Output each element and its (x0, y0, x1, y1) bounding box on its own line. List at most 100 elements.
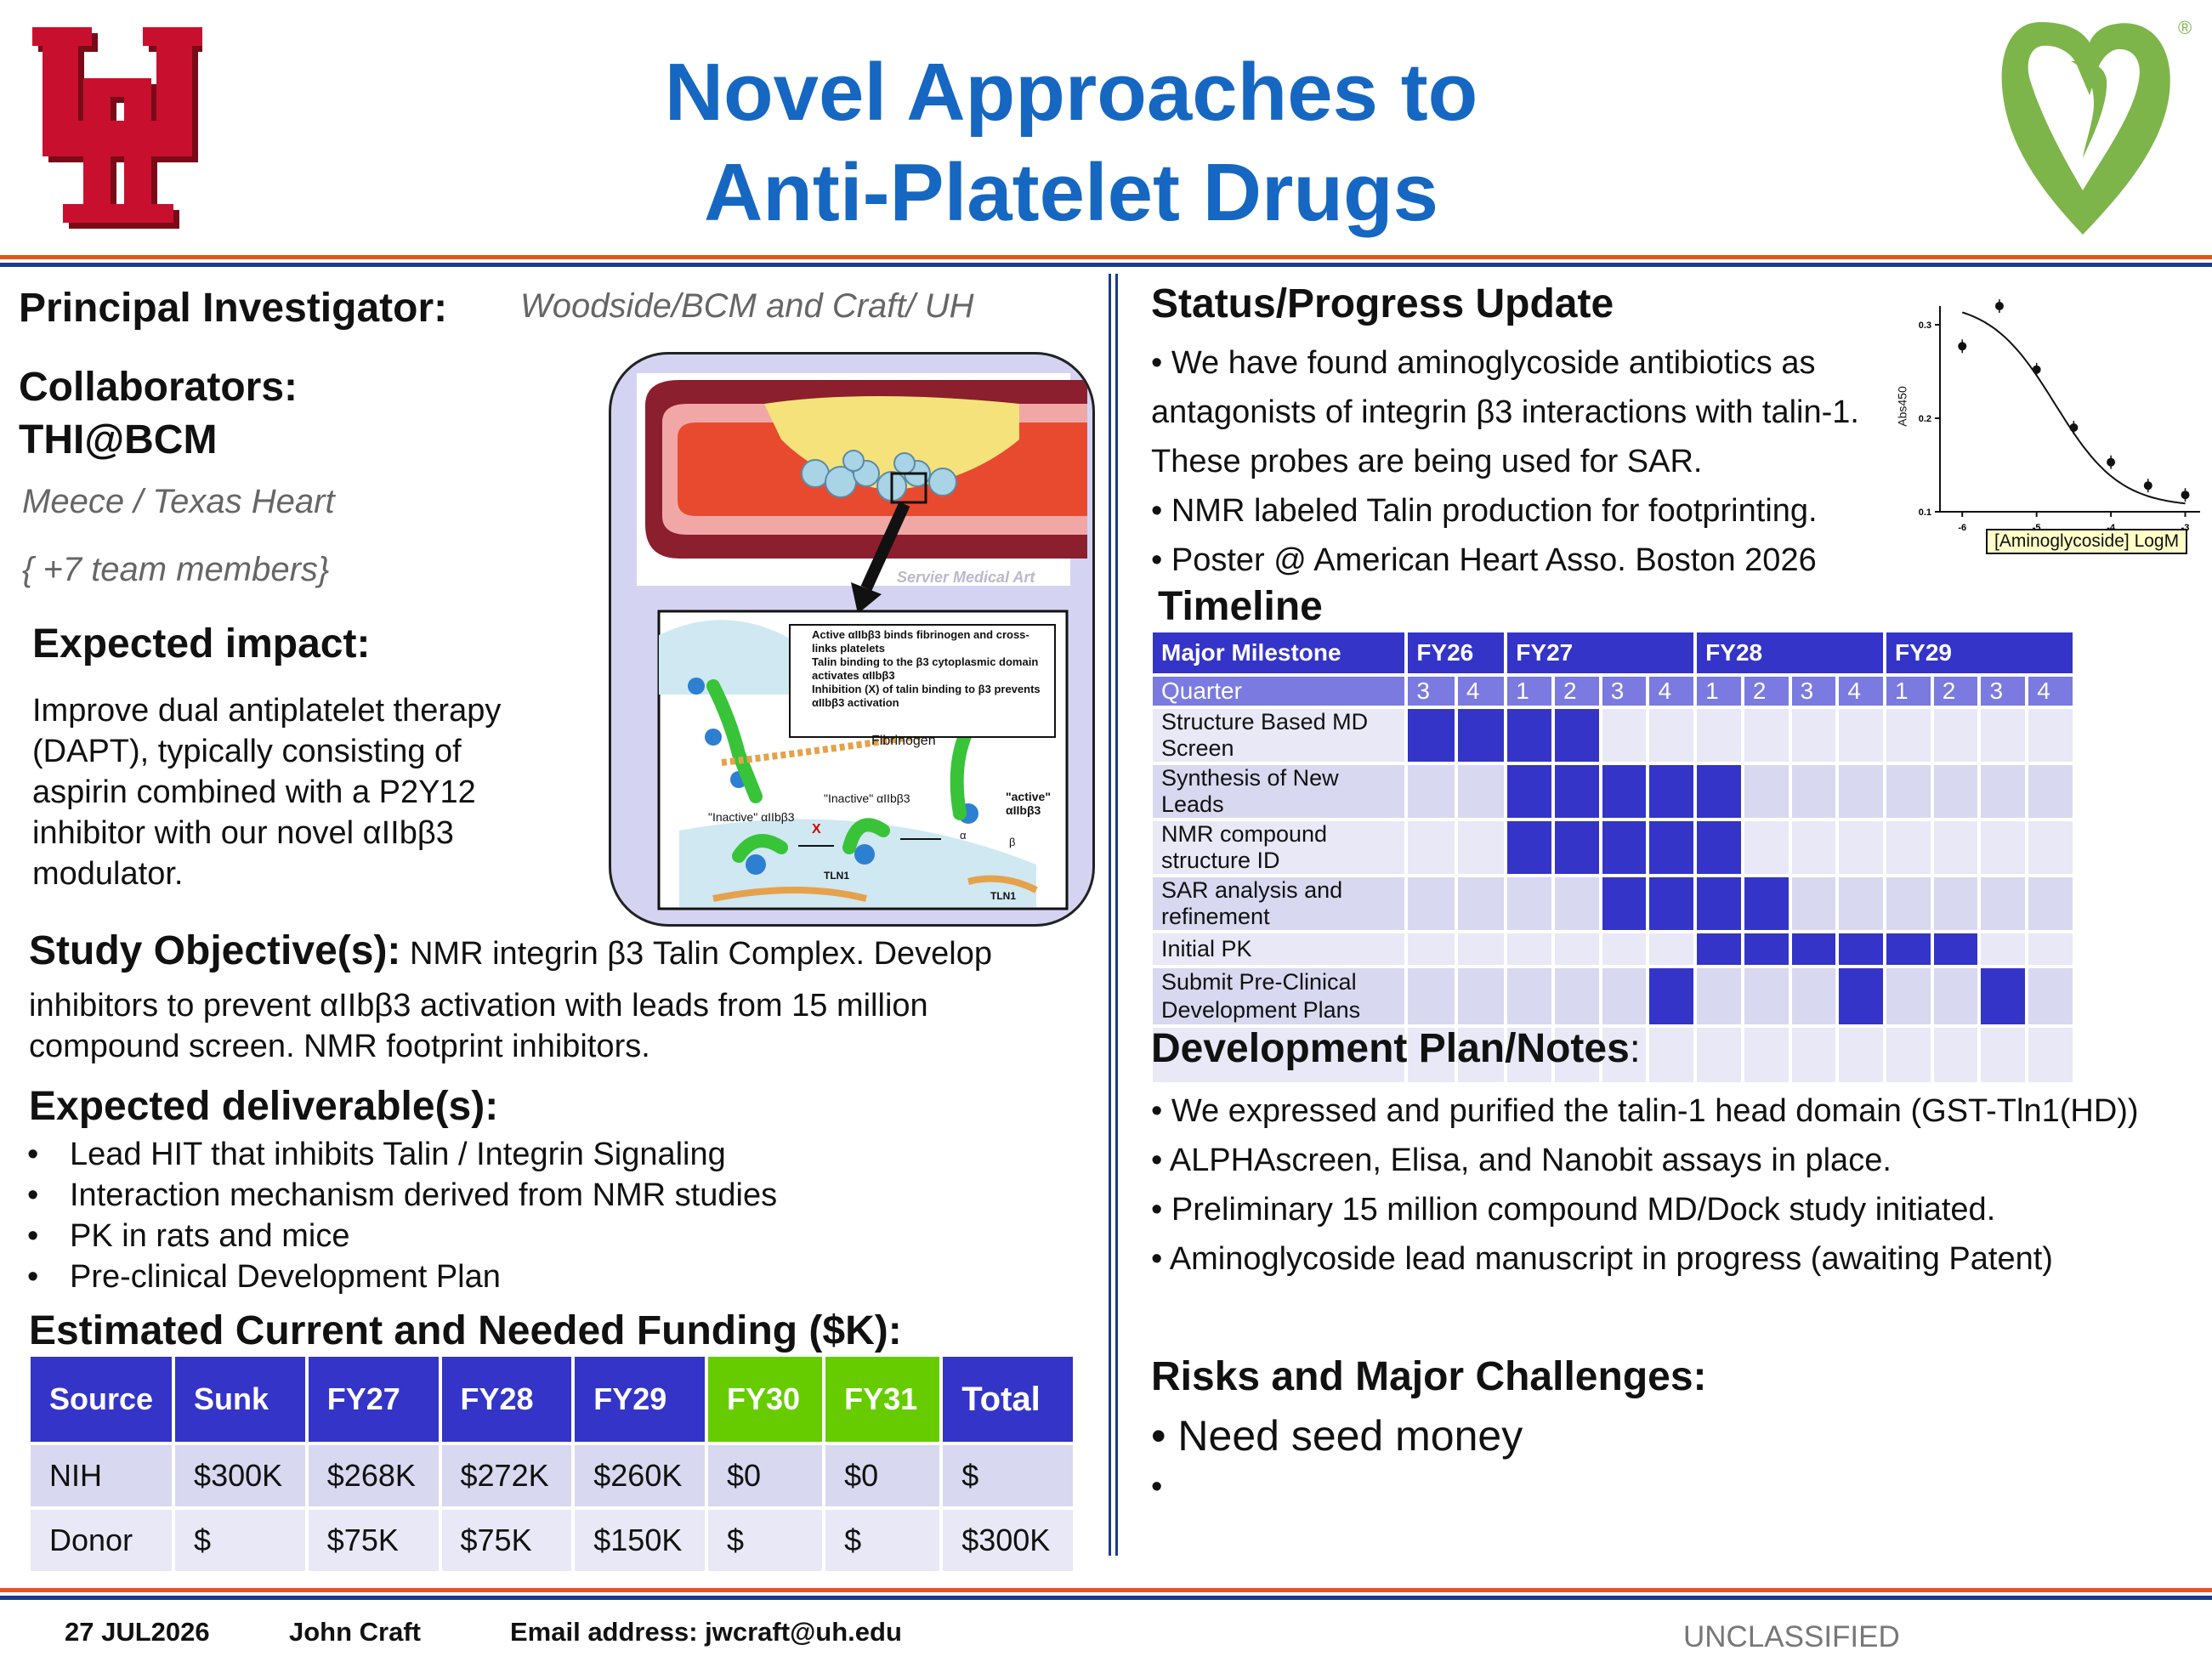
list-item: Lead HIT that inhibits Talin / Integrin … (27, 1134, 777, 1175)
inactive-label-2: "Inactive" αIIbβ3 (824, 791, 910, 805)
status-line: • Poster @ American Heart Asso. Boston 2… (1151, 542, 1817, 578)
impact-heading: Expected impact: (32, 621, 371, 666)
timeline-empty-cell (1602, 1028, 1647, 1082)
timeline-empty-cell (1457, 821, 1505, 874)
timeline-active-cell (1602, 877, 1647, 930)
status-text: • We have found aminoglycoside antibioti… (1151, 338, 1916, 585)
bottom-rule-orange (0, 1588, 2212, 1592)
timeline-empty-cell (1457, 968, 1505, 1024)
chart-x-tick-label: -6 (1958, 523, 1966, 533)
timeline-empty-cell (1886, 765, 1931, 818)
timeline-empty-cell (1981, 933, 2026, 965)
objective-heading: Study Objective(s): (29, 928, 401, 973)
timeline-empty-cell (1981, 709, 2026, 762)
timeline-empty-cell (1839, 765, 1884, 818)
funding-cell: $ (825, 1510, 940, 1571)
funding-col-header: FY27 (308, 1357, 439, 1442)
timeline-empty-cell (2028, 968, 2073, 1024)
artery-illustration (637, 373, 1087, 910)
timeline-quarter-cell: 4 (1839, 677, 1884, 706)
funding-cell: $ (707, 1510, 823, 1571)
top-rule-orange (0, 255, 2212, 259)
timeline-empty-cell (1697, 968, 1741, 1024)
timeline-empty-cell (1408, 1028, 1455, 1082)
timeline-empty-cell (1649, 1028, 1694, 1082)
funding-cell: NIH (31, 1445, 173, 1506)
column-divider-2 (1115, 274, 1118, 1556)
timeline-empty-cell (1408, 821, 1455, 874)
chart-point (2107, 457, 2116, 467)
table-row: Donor $ $75K $75K $150K $ $ $300K (31, 1510, 1073, 1571)
timeline-empty-cell (1744, 709, 1789, 762)
timeline-empty-cell (1886, 877, 1931, 930)
timeline-quarter-cell: 2 (1933, 677, 1978, 706)
objective-line: compound screen. NMR footprint inhibitor… (29, 1029, 650, 1064)
status-line: • We have found aminoglycoside antibioti… (1151, 345, 1816, 381)
timeline-empty-cell (1933, 968, 1978, 1024)
impact-line: (DAPT), typically consisting of (32, 734, 462, 769)
impact-line: modulator. (32, 856, 184, 892)
inactive-label-1: "Inactive" αIIbβ3 (708, 810, 795, 824)
timeline-empty-cell (1602, 968, 1647, 1024)
timeline-empty-cell (1507, 933, 1552, 965)
pi-label: Principal Investigator: (19, 286, 448, 331)
timeline-active-cell (1744, 877, 1789, 930)
timeline-milestone-name: NMR compound structure ID (1153, 821, 1405, 874)
timeline-empty-cell (1839, 877, 1884, 930)
timeline-empty-cell (1408, 933, 1455, 965)
timeline-quarter-cell: 1 (1886, 677, 1931, 706)
timeline-milestone-name: SAR analysis and refinement (1153, 877, 1405, 930)
funding-cell: $150K (575, 1510, 705, 1571)
collaborators-more: { +7 team members} (22, 551, 330, 588)
funding-heading: Estimated Current and Needed Funding ($K… (29, 1308, 902, 1353)
status-line: • NMR labeled Talin production for footp… (1151, 493, 1818, 529)
chart-point (2069, 423, 2079, 432)
objective-line: NMR integrin β3 Talin Complex. Develop (400, 936, 992, 972)
tln1-label-a: TLN1 (824, 870, 849, 882)
timeline-empty-cell (1886, 821, 1931, 874)
timeline-active-cell (1744, 933, 1789, 965)
funding-col-header: Source (31, 1357, 173, 1442)
chart-x-tick-label: -5 (2033, 523, 2041, 533)
list-item: Pre-clinical Development Plan (27, 1256, 777, 1297)
devplan-heading-block: Development Plan/Notes: (1151, 1025, 1641, 1072)
title-line-2: Anti-Platelet Drugs (703, 147, 1439, 238)
timeline-empty-cell (1933, 821, 1978, 874)
table-row (1153, 1028, 2073, 1082)
funding-cell: $ (943, 1445, 1073, 1506)
timeline-active-cell (1507, 709, 1552, 762)
funding-col-header: FY30 (707, 1357, 823, 1442)
chart-point (2181, 491, 2190, 500)
timeline-active-cell (1649, 765, 1694, 818)
timeline-empty-cell (1981, 877, 2026, 930)
timeline-quarter-cell: 3 (1408, 677, 1455, 706)
timeline-quarter-cell: 4 (1457, 677, 1505, 706)
timeline-empty-cell (1839, 821, 1884, 874)
status-line: antagonists of integrin β3 interactions … (1151, 394, 1859, 430)
funding-col-header: FY28 (441, 1357, 572, 1442)
timeline-active-cell (1839, 968, 1884, 1024)
timeline-quarter-cell: 1 (1697, 677, 1741, 706)
timeline-quarter-cell: 1 (1507, 677, 1552, 706)
timeline-active-cell (1507, 765, 1552, 818)
timeline-empty-cell (1886, 968, 1931, 1024)
chart-x-tick-label: -4 (2107, 523, 2116, 533)
funding-cell: $300K (175, 1445, 305, 1506)
timeline-active-cell (1649, 877, 1694, 930)
timeline-quarter-cell: 3 (1981, 677, 2026, 706)
timeline-empty-cell (1602, 709, 1647, 762)
table-row: NIH $300K $268K $272K $260K $0 $0 $ (31, 1445, 1073, 1506)
collaborators-org: THI@BCM (19, 417, 218, 462)
chart-point (1958, 342, 1967, 351)
table-row: SAR analysis and refinement (1153, 877, 2073, 930)
deliverables-list: Lead HIT that inhibits Talin / Integrin … (27, 1134, 777, 1297)
timeline-empty-cell (1933, 709, 1978, 762)
timeline-empty-cell (1507, 877, 1552, 930)
timeline-empty-cell (1507, 968, 1552, 1024)
figure-bullet: Talin binding to the β3 cytoplasmic doma… (812, 655, 1039, 682)
uh-logo-icon (32, 27, 208, 229)
timeline-empty-cell (1981, 765, 2026, 818)
funding-col-header: Sunk (175, 1357, 305, 1442)
devplan-colon: : (1629, 1026, 1641, 1070)
